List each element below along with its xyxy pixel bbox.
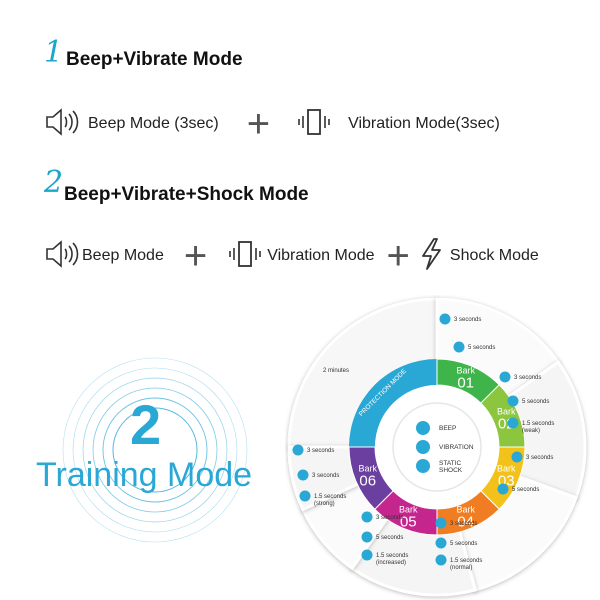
protection-duration: 2 minutes bbox=[323, 368, 349, 374]
plus-icon: + bbox=[246, 102, 271, 146]
speaker-icon bbox=[44, 107, 80, 141]
bark-label: Bark bbox=[399, 504, 418, 514]
bark06-beep-icon bbox=[292, 444, 304, 456]
center-inner bbox=[392, 402, 482, 492]
center-label: VIBRATION bbox=[439, 444, 474, 451]
bark-number: 06 bbox=[359, 473, 376, 490]
bark05-shock-icon bbox=[361, 549, 373, 561]
section1-number: 1 bbox=[44, 35, 64, 70]
bark04-shock-icon bbox=[435, 554, 447, 566]
center-label: BEEP bbox=[439, 425, 456, 432]
training-number: 2 bbox=[130, 393, 162, 456]
bark02-vibrate-text: 5 seconds bbox=[522, 399, 549, 405]
bark02-shock-text: (weak) bbox=[522, 428, 540, 434]
bark-label: Bark bbox=[456, 366, 475, 376]
bark-label: Bark bbox=[497, 464, 516, 474]
bark04-vibrate-text: 5 seconds bbox=[450, 541, 477, 547]
bark02-beep-text: 3 seconds bbox=[514, 375, 541, 381]
bark06-shock-icon bbox=[299, 490, 311, 502]
bark-number: 01 bbox=[457, 375, 474, 392]
training-label: Training Mode bbox=[36, 456, 253, 494]
training-wheel: Bark01Bark02Bark03Bark04Bark05Bark06PROT… bbox=[287, 297, 587, 597]
bark-label: Bark bbox=[456, 504, 475, 514]
bark03-beep-text: 3 seconds bbox=[526, 455, 553, 461]
center-label: SHOCK bbox=[439, 467, 463, 474]
bark04-beep-text: 3 seconds bbox=[450, 521, 477, 527]
center-label: STATIC bbox=[439, 460, 461, 467]
bark05-shock-text: 1.5 seconds bbox=[376, 553, 408, 559]
beep-mode-label: Beep Mode bbox=[82, 247, 164, 264]
vibration-icon bbox=[294, 107, 334, 142]
bark02-vibrate-icon bbox=[507, 395, 519, 407]
bark01-vibrate-icon bbox=[453, 341, 465, 353]
bark03-vibrate-text: 5 seconds bbox=[512, 487, 539, 493]
vibration-icon bbox=[416, 440, 430, 454]
bark06-vibrate-icon bbox=[297, 469, 309, 481]
protection-segment bbox=[349, 359, 437, 447]
section2-title: Beep+Vibrate+Shock Mode bbox=[64, 184, 309, 205]
bark02-shock-text: 1.5 seconds bbox=[522, 421, 554, 427]
bark04-shock-text: 1.5 seconds bbox=[450, 558, 482, 564]
bark02-beep-icon bbox=[499, 371, 511, 383]
plus-icon: + bbox=[386, 234, 410, 278]
bark01-beep-icon bbox=[439, 313, 451, 325]
vibration-mode-label: Vibration Mode(3sec) bbox=[348, 115, 500, 132]
bark02-shock-icon bbox=[507, 417, 519, 429]
bark-number: 04 bbox=[457, 513, 474, 530]
bark06-vibrate-text: 3 seconds bbox=[312, 473, 339, 479]
beep-mode-label: Beep Mode (3sec) bbox=[88, 115, 219, 132]
shock-mode-label: Shock Mode bbox=[449, 247, 539, 264]
section2-number: 2 bbox=[44, 165, 64, 200]
bark-label: Bark bbox=[358, 464, 377, 474]
section1-title: Beep+Vibrate Mode bbox=[66, 49, 243, 70]
bark04-beep-icon bbox=[435, 517, 447, 529]
plus-icon: + bbox=[183, 234, 208, 278]
lightning-icon bbox=[420, 237, 444, 275]
bark04-vibrate-icon bbox=[435, 537, 447, 549]
bark-label: Bark bbox=[497, 406, 516, 416]
vibration-icon bbox=[225, 239, 265, 274]
beep-icon bbox=[416, 421, 430, 435]
bark05-vibrate-icon bbox=[361, 531, 373, 543]
section1-row: Beep Mode (3sec) + Vibration Mode(3sec) bbox=[44, 104, 500, 144]
bark03-beep-icon bbox=[511, 451, 523, 463]
bark03-vibrate-icon bbox=[497, 483, 509, 495]
bark05-beep-icon bbox=[361, 511, 373, 523]
bark05-vibrate-text: 5 seconds bbox=[376, 535, 403, 541]
bark06-beep-text: 3 seconds bbox=[307, 448, 334, 454]
bark01-vibrate-text: 5 seconds bbox=[468, 345, 495, 351]
training-rings bbox=[62, 357, 248, 543]
section2-row: Beep Mode + Vibration Mode + Shock Mode bbox=[44, 236, 539, 276]
bark06-shock-text: (strong) bbox=[314, 501, 335, 507]
bark01-beep-text: 3 seconds bbox=[454, 317, 481, 323]
bark05-beep-text: 3 seconds bbox=[376, 515, 403, 521]
bark05-shock-text: (increased) bbox=[376, 560, 406, 566]
bark04-shock-text: (normal) bbox=[450, 565, 472, 571]
bark-number: 05 bbox=[400, 513, 417, 530]
vibration-mode-label: Vibration Mode bbox=[267, 247, 375, 264]
bark06-shock-text: 1.5 seconds bbox=[314, 494, 346, 500]
speaker-icon bbox=[44, 239, 80, 273]
shock-icon bbox=[416, 459, 430, 473]
